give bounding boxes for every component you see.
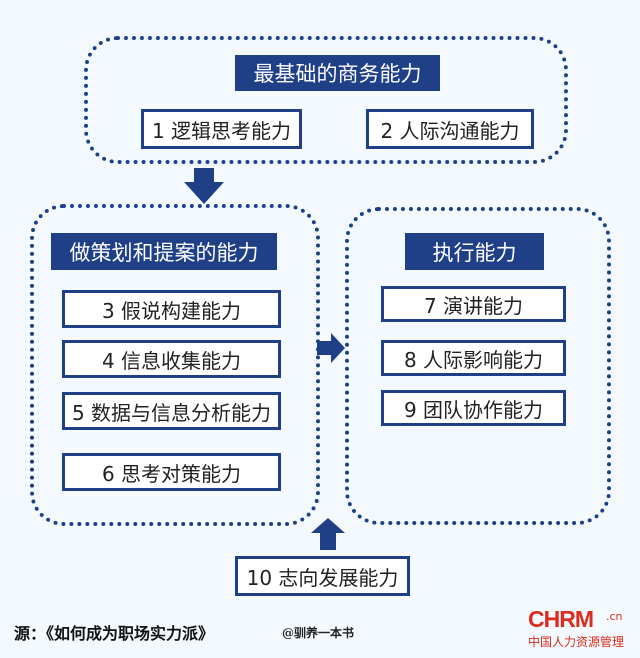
planning-proposal-title: 做策划和提案的能力 bbox=[51, 233, 277, 270]
source-caption: 源：《如何成为职场实力派》 bbox=[14, 624, 215, 643]
arrow-down-icon bbox=[184, 168, 224, 204]
planning-proposal-group bbox=[30, 204, 320, 526]
logical-thinking-box: 1 逻辑思考能力 bbox=[141, 109, 302, 149]
presentation-box: 7 演讲能力 bbox=[381, 286, 566, 322]
arrow-up-icon bbox=[311, 518, 345, 550]
data-analysis-box: 5 数据与信息分析能力 bbox=[62, 392, 281, 430]
chrm-logo: CHRM .cn 中国人力资源管理 bbox=[528, 606, 638, 654]
interpersonal-communication-box: 2 人际沟通能力 bbox=[366, 109, 534, 149]
information-gathering-box: 4 信息收集能力 bbox=[62, 340, 281, 378]
credit-caption: @驯养一本书 bbox=[282, 626, 355, 640]
arrow-right-icon bbox=[317, 333, 345, 363]
hypothesis-building-box: 3 假说构建能力 bbox=[62, 290, 281, 328]
teamwork-box: 9 团队协作能力 bbox=[381, 390, 566, 426]
basic-abilities-title: 最基础的商务能力 bbox=[235, 55, 440, 91]
interpersonal-influence-box: 8 人际影响能力 bbox=[381, 340, 566, 376]
execution-title: 执行能力 bbox=[405, 233, 544, 270]
logo-tld-text: .cn bbox=[606, 610, 623, 623]
execution-group bbox=[345, 207, 611, 525]
logo-main-text: CHRM bbox=[528, 606, 594, 632]
basic-abilities-group bbox=[84, 36, 568, 164]
strategy-thinking-box: 6 思考对策能力 bbox=[62, 453, 281, 491]
aspiration-development-box: 10 志向发展能力 bbox=[235, 556, 410, 596]
logo-sub-text: 中国人力资源管理 bbox=[528, 635, 625, 649]
